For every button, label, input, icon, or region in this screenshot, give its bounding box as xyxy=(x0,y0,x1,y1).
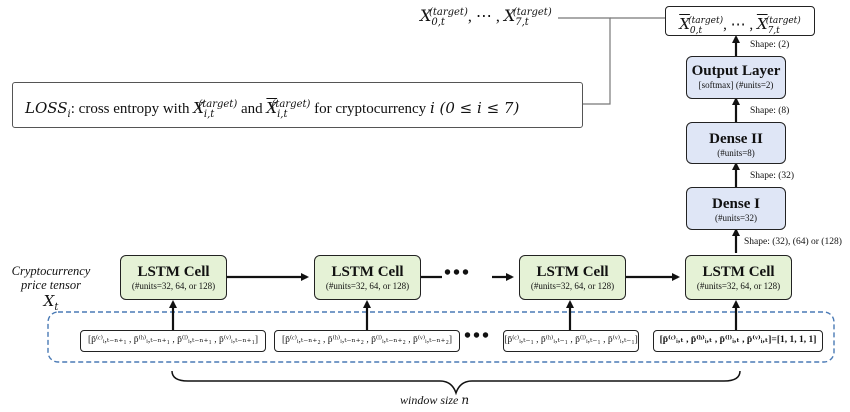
input-vector-2: [p̄⁽ᶜ⁾ᵢ,ₜ₋ₙ₊₂ , p̄⁽ʰ⁾ᵢ,ₜ₋ₙ₊₂ , p̄⁽ˡ⁾ᵢ,ₜ₋… xyxy=(274,330,460,352)
lstm-cell-2: LSTM Cell (#units=32, 64, or 128) xyxy=(314,255,421,300)
lstm-cell-title: LSTM Cell xyxy=(702,264,775,280)
lstm-cell-title: LSTM Cell xyxy=(536,264,609,280)
output-layer-box: Output Layer [softmax] (#units=2) xyxy=(686,56,786,99)
input-window-region xyxy=(47,311,835,363)
dense1-title: Dense I xyxy=(712,196,760,212)
shape-output-label: Shape: (2) xyxy=(750,40,790,50)
output-layer-sub: [softmax] (#units=2) xyxy=(698,80,774,90)
window-brace xyxy=(171,370,741,396)
loss-connector xyxy=(558,17,611,105)
lstm-cell-sub: (#units=32, 64, or 128) xyxy=(131,281,216,291)
input-vector-3: [p̄⁽ᶜ⁾ᵢ,ₜ₋₁ , p̄⁽ʰ⁾ᵢ,ₜ₋₁ , p̄⁽ˡ⁾ᵢ,ₜ₋₁ , … xyxy=(503,330,639,352)
input-vector-1: [p̄⁽ᶜ⁾ᵢ,ₜ₋ₙ₊₁ , p̄⁽ʰ⁾ᵢ,ₜ₋ₙ₊₁ , p̄⁽ˡ⁾ᵢ,ₜ₋… xyxy=(80,330,266,352)
lstm-cell-1: LSTM Cell (#units=32, 64, or 128) xyxy=(120,255,227,300)
dense1-sub: (#units=32) xyxy=(714,213,758,223)
shape-dense2-label: Shape: (8) xyxy=(750,106,790,116)
input-dots: ••• xyxy=(464,325,492,347)
shape-dense1-label: Shape: (32) xyxy=(750,171,795,181)
lstm-cell-sub: (#units=32, 64, or 128) xyxy=(530,281,615,291)
lstm-cell-sub: (#units=32, 64, or 128) xyxy=(696,281,781,291)
loss-box: LOSSi: cross entropy with Xi,t(target) a… xyxy=(12,82,583,128)
tensor-label-line2: price tensor xyxy=(20,278,82,292)
tensor-label: Cryptocurrency price tensor Xt xyxy=(2,264,100,315)
prediction-box: X0,t(target), ⋯ , X7,t(target) xyxy=(665,6,815,36)
lstm-cell-4: LSTM Cell (#units=32, 64, or 128) xyxy=(685,255,792,300)
dense2-title: Dense II xyxy=(709,131,763,147)
shape-lstm-label: Shape: (32), (64) or (128) xyxy=(744,237,842,247)
target-label: X0,t(target), ⋯ , X7,t(target) xyxy=(420,6,552,29)
chain-dots: ••• xyxy=(444,262,472,284)
lstm-cell-sub: (#units=32, 64, or 128) xyxy=(325,281,410,291)
dense1-box: Dense I (#units=32) xyxy=(686,187,786,230)
dense2-box: Dense II (#units=8) xyxy=(686,122,786,164)
output-layer-title: Output Layer xyxy=(691,63,781,79)
lstm-cell-title: LSTM Cell xyxy=(331,264,404,280)
input-vector-4: [p̄⁽ᶜ⁾ᵢ,ₜ , p̄⁽ʰ⁾ᵢ,ₜ , p̄⁽ˡ⁾ᵢ,ₜ , p̄⁽ᵛ⁾ᵢ… xyxy=(653,330,823,352)
window-size-label: window size n xyxy=(400,393,470,407)
tensor-label-x: Xt xyxy=(43,292,59,314)
lstm-cell-3: LSTM Cell (#units=32, 64, or 128) xyxy=(519,255,626,300)
lstm-cell-title: LSTM Cell xyxy=(137,264,210,280)
tensor-label-line1: Cryptocurrency xyxy=(11,264,91,278)
dense2-sub: (#units=8) xyxy=(717,148,755,158)
